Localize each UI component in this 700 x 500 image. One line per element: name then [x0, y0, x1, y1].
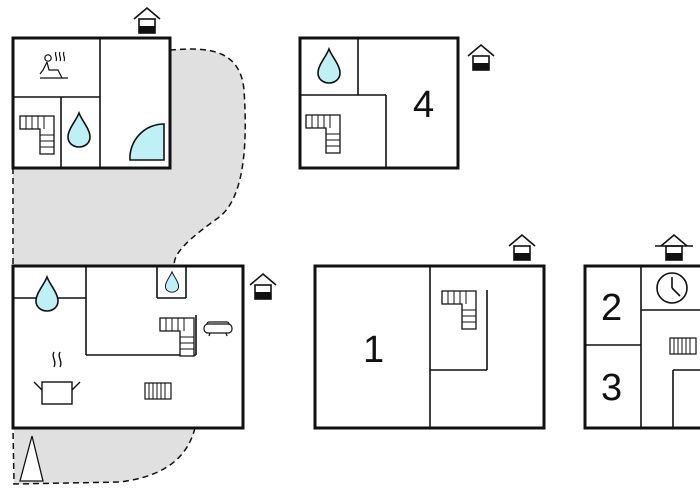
- floor-level-icon: [249, 273, 277, 300]
- room-4-label: 4: [413, 84, 434, 126]
- floor-plan-a: [11, 7, 172, 170]
- radiator-icon: [669, 337, 697, 355]
- floor-level-icon: [467, 44, 495, 71]
- outdoor-border: [169, 48, 246, 269]
- floor-plan-d: 1: [313, 234, 546, 430]
- cooking-pot-icon: [33, 351, 81, 405]
- floor-level-icon: [655, 234, 693, 261]
- floor-plan-c: [11, 264, 277, 482]
- sofa-icon: [203, 321, 233, 337]
- radiator-icon: [144, 382, 172, 400]
- clock-icon: [656, 272, 688, 304]
- room-1-label: 1: [363, 329, 384, 371]
- floor-level-icon: [508, 234, 536, 261]
- floor-level-icon: [133, 7, 161, 34]
- sauna-icon: [39, 51, 68, 79]
- floor-plan-b: 4: [298, 36, 495, 170]
- outdoor-border-bottom: [12, 427, 196, 485]
- tree-icon: [19, 435, 44, 482]
- shower-icon: [129, 123, 165, 161]
- room-2-label: 2: [601, 287, 622, 329]
- floor-plan-e: 2 3: [583, 234, 700, 430]
- room-3-label: 3: [601, 367, 622, 409]
